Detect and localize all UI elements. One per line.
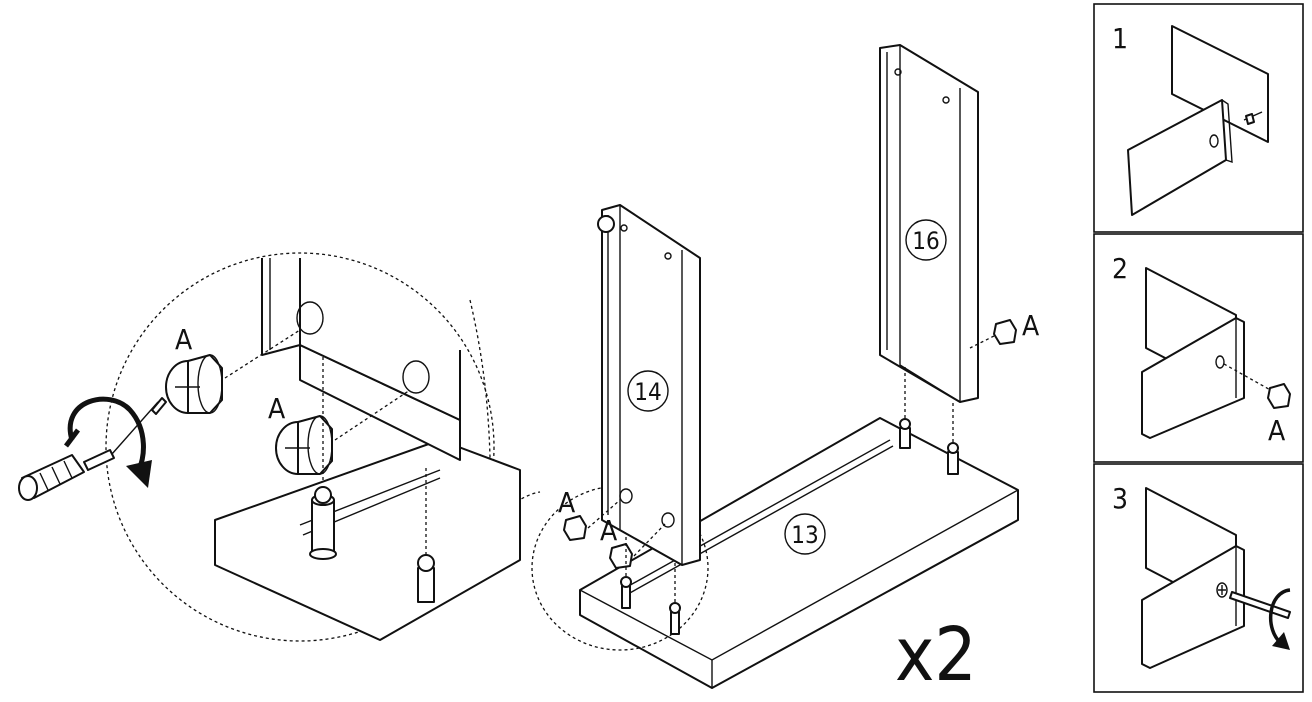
label-circle-14 xyxy=(627,370,669,412)
hardware-label-a: A xyxy=(268,392,286,425)
cam-lock-icon xyxy=(563,515,587,541)
dowel-icon xyxy=(309,355,337,560)
detail-callout-circle xyxy=(531,485,709,651)
step-panels: 1 2 A 3 xyxy=(1093,3,1304,693)
main-assembly: 13 14 A A xyxy=(531,44,1040,698)
detail-magnifier: A A xyxy=(18,252,541,642)
step-1-number: 1 xyxy=(1112,22,1128,55)
label-circle-16 xyxy=(905,219,947,261)
screwdriver-icon xyxy=(1229,591,1291,619)
side-panel-16 xyxy=(879,44,979,403)
dowel-icon xyxy=(899,365,911,449)
part-label-14: 14 xyxy=(634,378,661,406)
hardware-label-a: A xyxy=(175,323,193,356)
step-2-label: A xyxy=(1268,414,1286,447)
hardware-label-a: A xyxy=(1022,309,1040,342)
step-2-number: 2 xyxy=(1112,252,1128,285)
detail-base-board xyxy=(214,439,521,641)
dowel-icon xyxy=(620,535,632,609)
rotate-arrow-icon xyxy=(1268,588,1291,650)
rotate-arrow-icon xyxy=(64,396,152,488)
label-circle-13 xyxy=(784,513,826,555)
step-3-number: 3 xyxy=(1112,482,1128,515)
cam-lock-icon xyxy=(993,319,1017,345)
cam-lock-icon xyxy=(1267,383,1291,409)
dowel-icon xyxy=(947,400,959,475)
magnifier-circle xyxy=(105,252,495,642)
step-1-panel: 1 xyxy=(1093,3,1304,233)
panel-hole-1 xyxy=(296,301,324,335)
hardware-label-a: A xyxy=(600,514,618,547)
dowel-icon xyxy=(417,465,435,603)
cam-lock-icon xyxy=(609,543,633,569)
part-label-16: 16 xyxy=(912,227,939,255)
panel-hole-2 xyxy=(402,360,430,394)
dowel-icon xyxy=(669,560,681,635)
step-2-panel: 2 A xyxy=(1093,233,1304,463)
quantity-label: x2 xyxy=(895,612,977,698)
part-label-13: 13 xyxy=(791,521,818,549)
screwdriver-icon xyxy=(18,397,167,501)
step-3-panel: 3 xyxy=(1093,463,1304,693)
hardware-label-a: A xyxy=(558,486,576,519)
cam-lock-icon xyxy=(165,329,301,414)
